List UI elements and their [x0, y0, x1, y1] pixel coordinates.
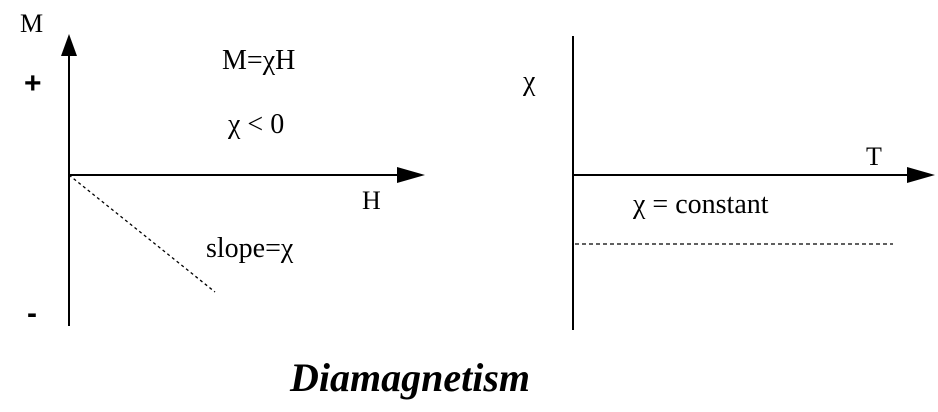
caption-title: Diamagnetism: [289, 355, 530, 400]
h-axis-arrowhead: [397, 167, 425, 183]
m-axis-arrowhead: [61, 34, 77, 56]
condition-label: χ < 0: [227, 109, 284, 140]
constant-label: χ = constant: [632, 189, 769, 220]
plus-sign: +: [24, 67, 42, 100]
slope-label: slope=χ: [206, 233, 294, 264]
minus-sign: -: [27, 297, 37, 330]
t-axis-label: T: [866, 142, 882, 171]
m-axis-label: M: [20, 9, 43, 38]
equation-label: M=χH: [222, 45, 295, 76]
chi-axis-label: χ: [522, 66, 536, 97]
left-plot: M + - M=χH χ < 0 H slope=χ: [20, 9, 425, 330]
h-axis-label: H: [362, 186, 381, 215]
t-axis-arrowhead: [907, 167, 935, 183]
right-plot: χ T χ = constant: [522, 36, 935, 330]
negative-slope-line: [68, 174, 216, 293]
